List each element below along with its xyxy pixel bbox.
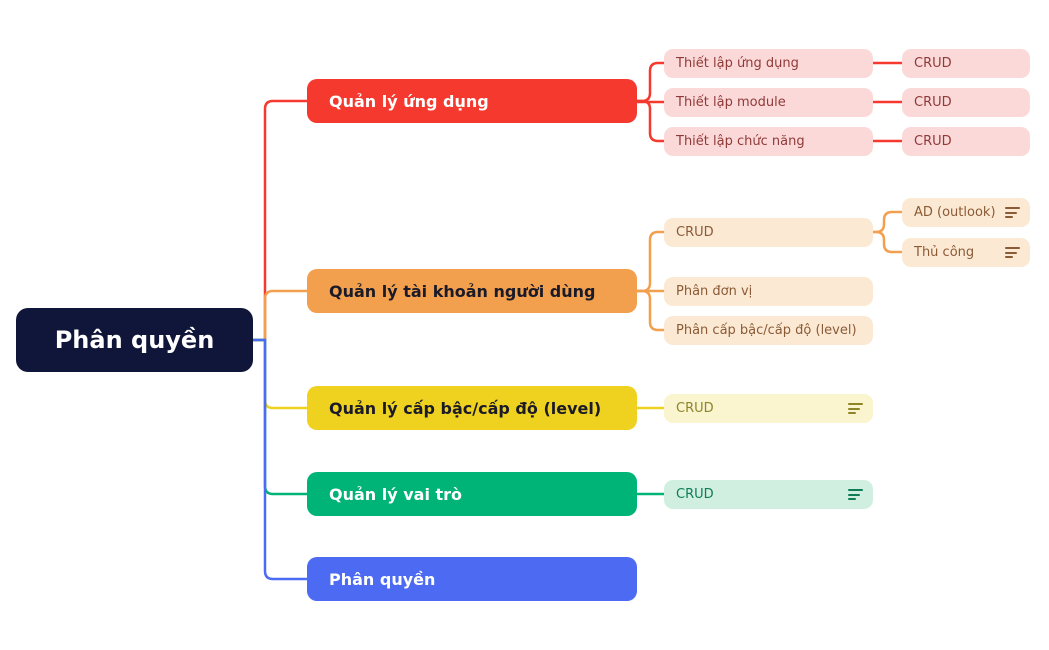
connector-root-applications — [253, 99, 307, 342]
child-node-assign-levels[interactable]: Phân cấp bậc/cấp độ (level) — [664, 316, 873, 345]
child-node-app-setup[interactable]: Thiết lập ứng dụng — [664, 49, 873, 78]
child-node-label: CRUD — [676, 225, 714, 240]
connector-accounts-crud — [637, 230, 664, 293]
connector-root-roles — [253, 338, 307, 496]
child-node-label: AD (outlook) — [914, 205, 996, 220]
child-node-label: Phân cấp bậc/cấp độ (level) — [676, 323, 857, 338]
leaf-node-ad-outlook[interactable]: AD (outlook) — [902, 198, 1030, 227]
connector-accounts-levels — [637, 289, 664, 332]
child-node-label: CRUD — [914, 95, 952, 110]
connector-crud-manual — [873, 230, 902, 254]
child-node-label: Thiết lập chức năng — [676, 134, 805, 149]
child-node-label: CRUD — [914, 56, 952, 71]
leaf-node-manual[interactable]: Thủ công — [902, 238, 1030, 267]
child-node-levels-crud[interactable]: CRUD — [664, 394, 873, 423]
child-node-label: CRUD — [676, 401, 714, 416]
child-node-accounts-crud[interactable]: CRUD — [664, 218, 873, 247]
child-node-label: CRUD — [914, 134, 952, 149]
leaf-node-crud[interactable]: CRUD — [902, 49, 1030, 78]
notes-icon[interactable] — [1005, 207, 1020, 218]
child-node-label: Thiết lập ứng dụng — [676, 56, 799, 71]
notes-icon[interactable] — [848, 403, 863, 414]
connector-root-levels — [253, 338, 307, 410]
branch-node-roles[interactable]: Quản lý vai trò — [307, 472, 637, 516]
root-node[interactable]: Phân quyền — [16, 308, 253, 372]
child-node-function-setup[interactable]: Thiết lập chức năng — [664, 127, 873, 156]
connector-applications-child3 — [637, 99, 664, 143]
notes-icon[interactable] — [848, 489, 863, 500]
child-node-roles-crud[interactable]: CRUD — [664, 480, 873, 509]
child-node-label: Thủ công — [914, 245, 975, 260]
child-node-label: CRUD — [676, 487, 714, 502]
connector-applications-child1 — [637, 61, 664, 103]
connector-crud-ad — [873, 210, 902, 234]
child-node-assign-units[interactable]: Phân đơn vị — [664, 277, 873, 306]
branch-node-levels[interactable]: Quản lý cấp bậc/cấp độ (level) — [307, 386, 637, 430]
child-node-label: Thiết lập module — [676, 95, 786, 110]
branch-node-permissions[interactable]: Phân quyền — [307, 557, 637, 601]
child-node-module-setup[interactable]: Thiết lập module — [664, 88, 873, 117]
leaf-node-crud[interactable]: CRUD — [902, 127, 1030, 156]
notes-icon[interactable] — [1005, 247, 1020, 258]
connector-root-permissions — [253, 338, 307, 581]
branch-node-user-accounts[interactable]: Quản lý tài khoản người dùng — [307, 269, 637, 313]
leaf-node-crud[interactable]: CRUD — [902, 88, 1030, 117]
branch-node-applications[interactable]: Quản lý ứng dụng — [307, 79, 637, 123]
connector-root-accounts — [253, 289, 307, 342]
child-node-label: Phân đơn vị — [676, 284, 753, 299]
